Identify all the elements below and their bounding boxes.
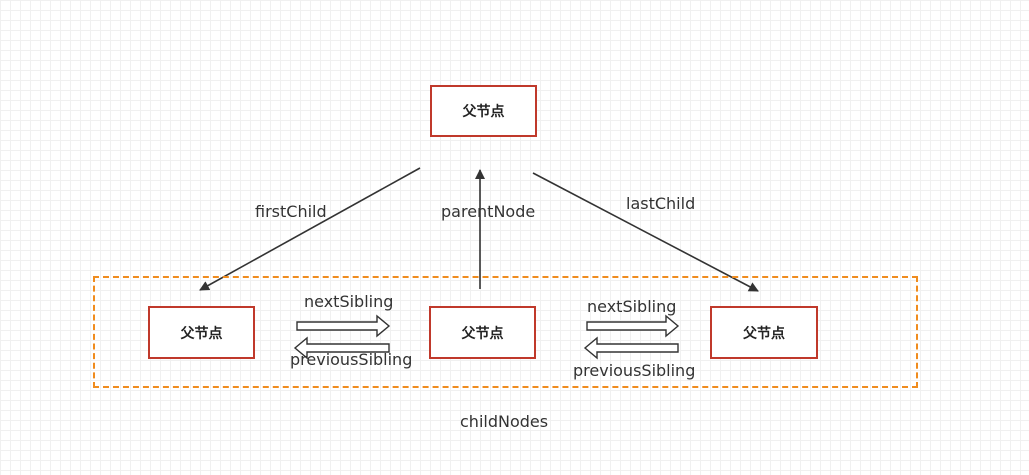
parent-node-edge-label: parentNode (441, 202, 536, 221)
last-child-edge-label: lastChild (626, 194, 696, 213)
next-sibling-right-label: nextSibling (587, 297, 677, 316)
middle-child-node-box: 父节点 (429, 306, 536, 359)
first-child-edge-label: firstChild (255, 202, 327, 221)
next-sibling-right-arrow (586, 314, 680, 338)
first-child-node-label: 父节点 (180, 325, 223, 342)
next-sibling-left-label: nextSibling (304, 292, 394, 311)
child-nodes-group (93, 276, 918, 388)
last-child-node-box: 父节点 (710, 306, 818, 359)
first-child-node-box: 父节点 (148, 306, 255, 359)
parent-node-box: 父节点 (430, 85, 537, 137)
previous-sibling-left-label: previousSibling (290, 350, 413, 369)
first-child-arrow (199, 167, 421, 291)
parent-node-label: 父节点 (462, 104, 505, 120)
last-child-node-label: 父节点 (743, 325, 785, 342)
next-sibling-left-arrow (296, 314, 391, 338)
child-nodes-group-label: childNodes (460, 412, 549, 431)
previous-sibling-right-label: previousSibling (573, 361, 696, 380)
middle-child-node-label: 父节点 (461, 325, 504, 342)
last-child-arrow (532, 172, 759, 292)
previous-sibling-right-arrow (583, 336, 679, 360)
previous-sibling-left-arrow (293, 336, 390, 360)
